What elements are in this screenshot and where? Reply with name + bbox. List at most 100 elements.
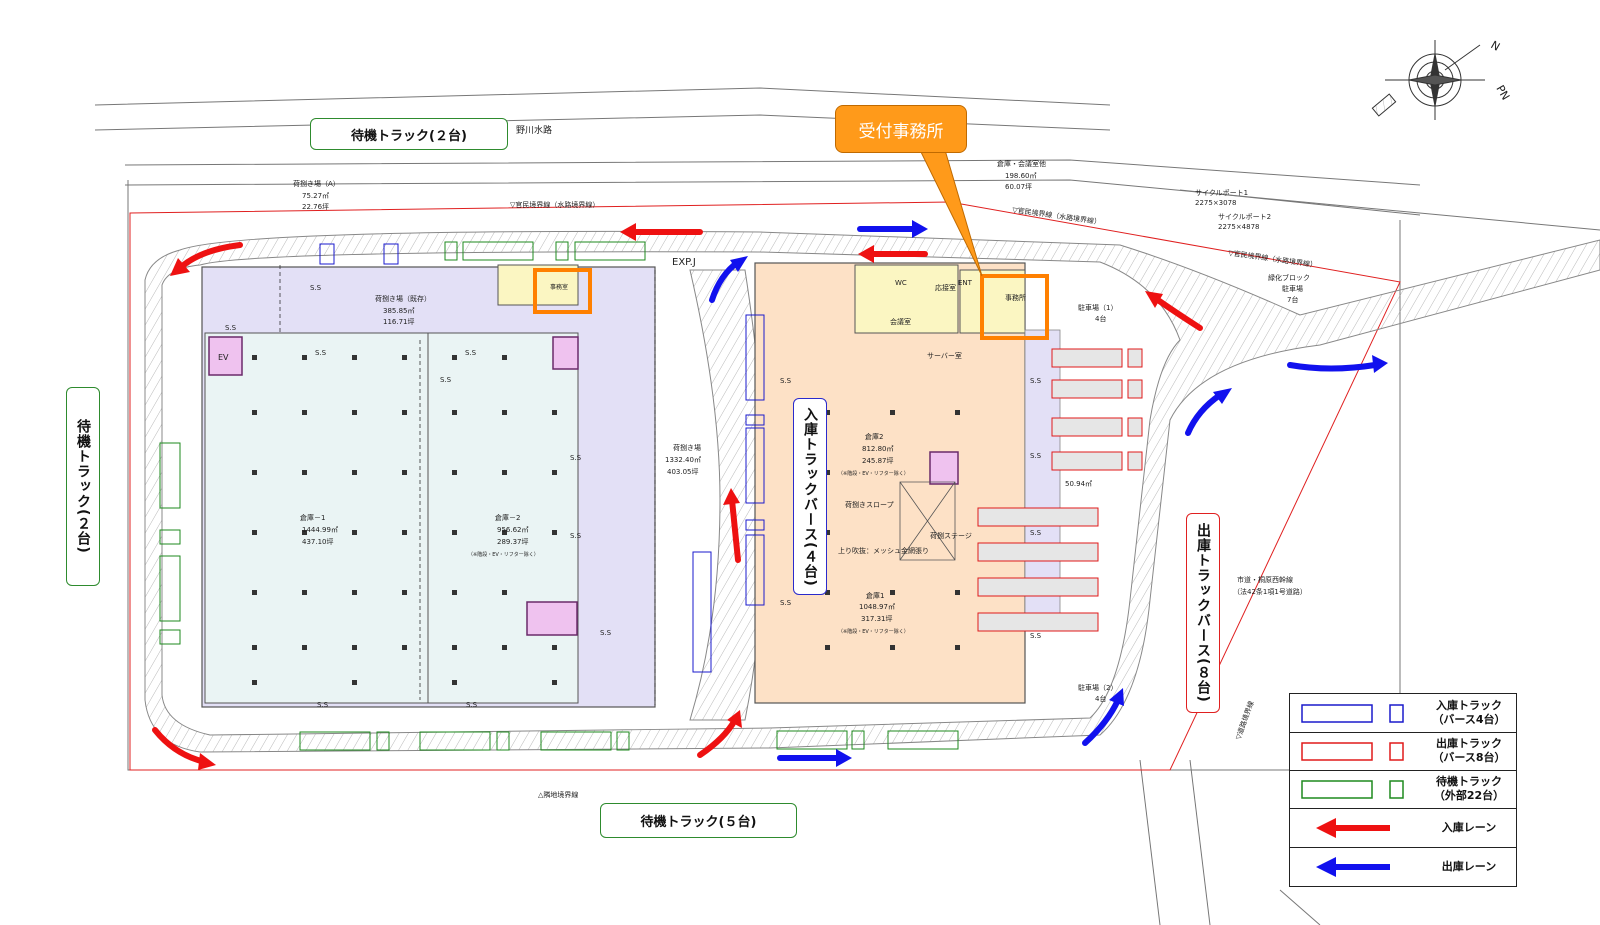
boundary-right-label-2: ▽官民境界線（水路境界線）: [1228, 248, 1318, 269]
reception-office-callout: 受付事務所: [835, 105, 967, 153]
ent-label: ENT: [958, 279, 973, 287]
legend-row-inbound-lane: 入庫レーン: [1290, 808, 1516, 848]
road-boundary-label: ▽道路境界線: [1233, 700, 1255, 741]
r-wh2-title: 倉庫2: [865, 432, 883, 441]
legend-row-outbound-lane: 出庫レーン: [1290, 847, 1516, 886]
shoki-title: 荷捌き場（既存）: [375, 294, 431, 303]
slope-label: 荷捌きスロープ: [845, 500, 894, 509]
warehouse-1: [204, 332, 429, 704]
r-wh1-title: 倉庫1: [866, 591, 884, 600]
lift-3: [929, 451, 959, 485]
r-wh1-tsubo: 317.31坪: [861, 615, 893, 623]
legend-label: 出庫レーン: [1441, 860, 1497, 873]
ss-label-12: S.S: [1030, 452, 1042, 460]
office-main-label: 事務所: [1005, 293, 1026, 302]
city-road-label-2: （法42条1項1号道路）: [1233, 587, 1307, 596]
office-top-area: 198.60㎡: [1005, 172, 1037, 180]
shoki-tsubo: 116.71坪: [383, 318, 415, 326]
r-wh2-area: 812.80㎡: [862, 445, 894, 453]
cycle1-label: サイクルポート1: [1195, 189, 1248, 197]
wh1-title: 倉庫－1: [300, 513, 325, 522]
wh1-area: 1444.99㎡: [302, 526, 338, 534]
wh2-note: （※階段・EV・リフター除く）: [468, 551, 539, 558]
shoki-area: 385.85㎡: [383, 307, 415, 315]
bushitsu-label: 応接室: [935, 283, 956, 292]
ev-label: EV: [218, 353, 229, 362]
column-grid: [252, 355, 960, 685]
reception-highlight-1: [533, 268, 592, 314]
stage-label: 荷捌ステージ: [930, 531, 972, 540]
slope-area: [899, 481, 956, 561]
ss-label-8: S.S: [600, 629, 612, 637]
wh2-title: 倉庫－2: [495, 513, 520, 522]
red-property-line: [129, 201, 1401, 771]
boundary-right-label: ▽官民境界線（水路境界線）: [1012, 205, 1102, 226]
loading-mid-area: 1332.40㎡: [665, 456, 701, 464]
r-wh1-note: （※階段・EV・リフター除く）: [838, 628, 909, 635]
boundary-top-label: ▽官民境界線（水路境界線）: [510, 200, 599, 209]
legend-label: 出庫トラック（バース8台）: [1432, 737, 1506, 764]
loading-mid-title: 荷捌き場: [673, 443, 701, 452]
outbound-lane-arrows: [709, 220, 1388, 767]
server-label: サーバー室: [927, 351, 962, 360]
parking2-count: 4台: [1095, 694, 1106, 703]
inbound-berths: [319, 243, 765, 673]
waiting-slots: [159, 241, 959, 751]
legend-swatch-outbound: [1301, 742, 1404, 761]
loading-mid-tsubo: 403.05坪: [667, 468, 699, 476]
ss-label-15: S.S: [780, 377, 792, 385]
parking1-count: 4台: [1095, 314, 1106, 323]
office-area: [854, 264, 959, 334]
room-a-title: 荷捌き場（A）: [293, 179, 340, 188]
waiting-truck-left-label: 待機トラック(２台): [66, 387, 100, 586]
area-50-label: 50.94㎡: [1065, 480, 1092, 488]
legend-row-waiting-truck: 待機トラック（外部22台）: [1290, 770, 1516, 809]
legend-row-inbound-truck: 入庫トラック（バース4台）: [1290, 694, 1516, 733]
partitions: [279, 265, 656, 705]
warehouse-2: [427, 332, 579, 704]
mesh-label: 上り吹抜：メッシュ金網張り: [838, 546, 929, 555]
ss-label-14: S.S: [1030, 632, 1042, 640]
room-a-tsubo: 22.76坪: [302, 203, 329, 211]
ss-label-4: S.S: [465, 349, 477, 357]
legend-arrow-red-icon: [1316, 818, 1390, 838]
ss-label-2: S.S: [225, 324, 237, 332]
green-label: 緑化ブロック: [1268, 273, 1310, 282]
parking2-label: 駐車場（2）: [1078, 683, 1117, 692]
green-label-2: 駐車場: [1282, 284, 1303, 293]
cycle1-size: 2275×3078: [1195, 199, 1237, 207]
ss-label-1: S.S: [310, 284, 322, 292]
ss-label-13: S.S: [1030, 529, 1042, 537]
r-wh2-note: （※階段・EV・リフター除く）: [838, 470, 909, 477]
ss-label-10: S.S: [466, 701, 478, 709]
ss-label-3: S.S: [315, 349, 327, 357]
office-top-tsubo: 60.07坪: [1005, 183, 1032, 191]
boundary-bottom-label: △隣地境界線: [538, 790, 578, 799]
room-a-area: 75.27㎡: [302, 192, 329, 200]
legend-row-outbound-truck: 出庫トラック（バース8台）: [1290, 732, 1516, 771]
wc-label: WC: [895, 279, 907, 287]
legend: 入庫トラック（バース4台） 出庫トラック（バース8台） 待機トラック（外部22台…: [1289, 693, 1517, 887]
legend-label: 入庫レーン: [1441, 821, 1497, 834]
lift-1: [552, 336, 579, 370]
office-reception: [959, 269, 1026, 334]
ss-label-9: S.S: [317, 701, 329, 709]
ss-label-7: S.S: [570, 532, 582, 540]
city-road-label: 市道・桐原西幹線: [1237, 575, 1293, 584]
waterway-label: 野川水路: [516, 124, 552, 136]
wh2-tsubo: 289.37坪: [497, 538, 529, 546]
ss-label-5: S.S: [440, 376, 452, 384]
exp-j-label: EXP.J: [672, 257, 696, 268]
legend-swatch-waiting: [1301, 780, 1404, 799]
cycle2-size: 2275×4878: [1218, 223, 1260, 231]
parking1-label: 駐車場（1）: [1078, 303, 1117, 312]
wh2-area: 956.62㎡: [497, 526, 529, 534]
office-top-title: 倉庫・会議室他: [997, 159, 1046, 168]
lift-2: [526, 601, 578, 636]
ss-label-6: S.S: [570, 454, 582, 462]
r-wh1-area: 1048.97㎡: [859, 603, 895, 611]
green-label-3: 7台: [1287, 295, 1298, 304]
legend-label: 入庫トラック（バース4台）: [1432, 699, 1506, 726]
legend-swatch-inbound: [1301, 704, 1404, 723]
